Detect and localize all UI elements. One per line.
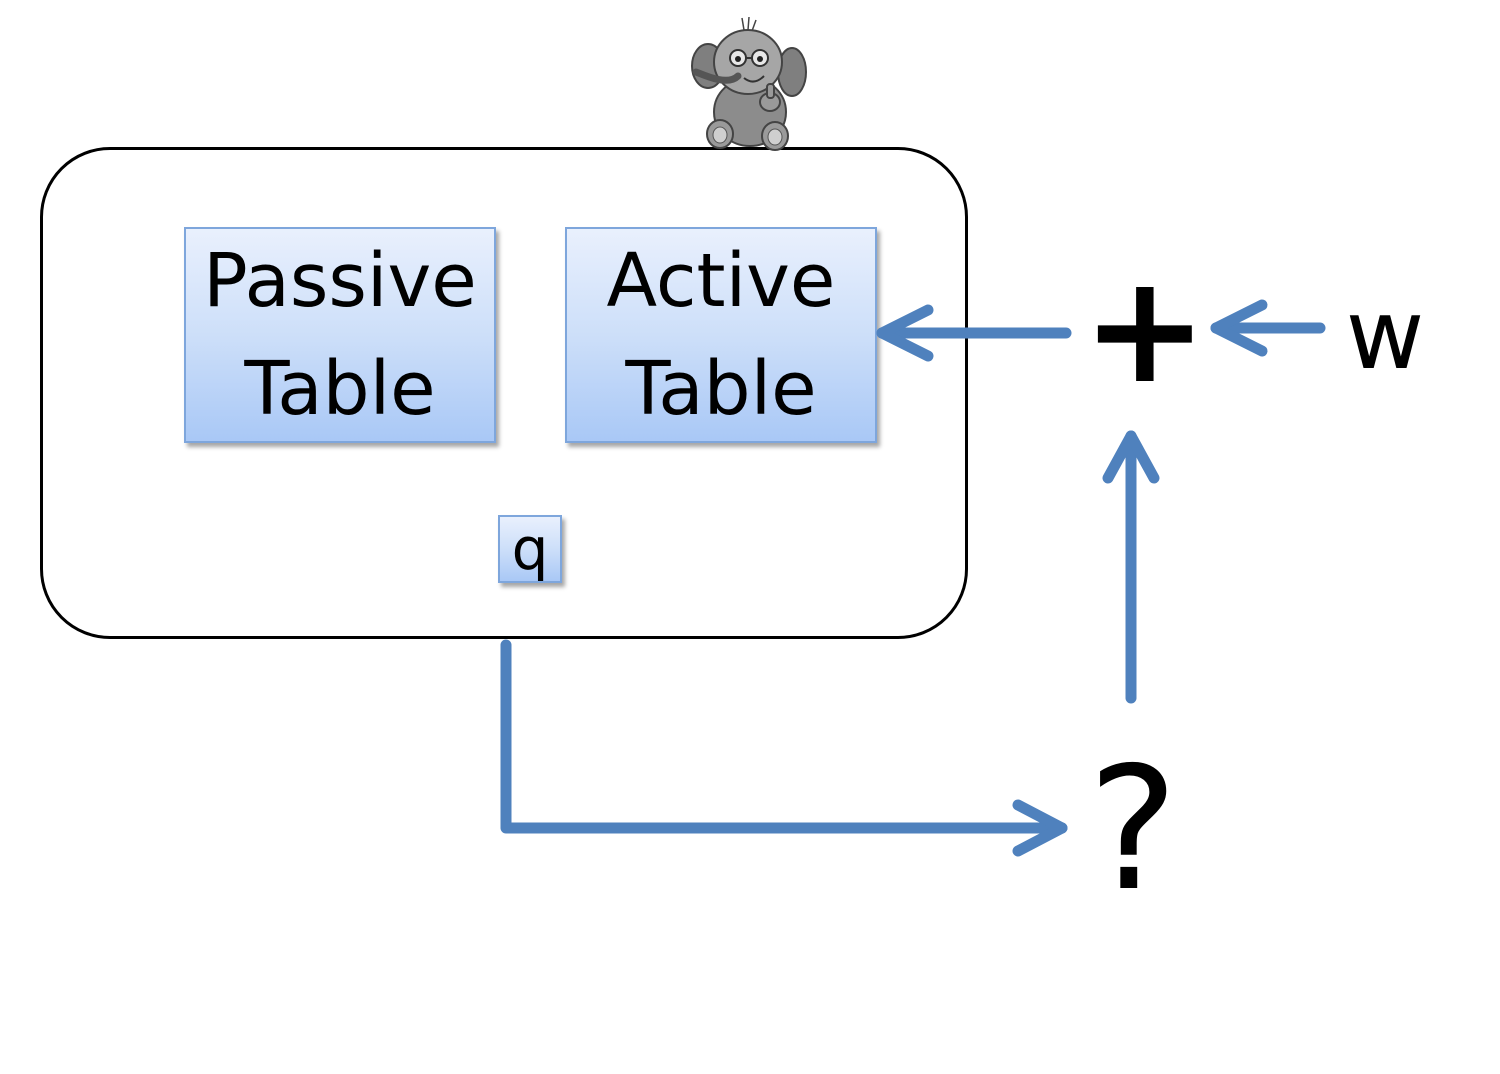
arrow-q-to-question <box>500 639 1068 857</box>
elephant-mascot-icon <box>691 16 807 151</box>
question-mark-node: ? <box>1087 731 1179 929</box>
arrow-w-to-plus <box>1210 299 1326 357</box>
arrow-question-to-plus <box>1102 430 1160 704</box>
arrow-plus-to-active-table <box>876 304 1072 362</box>
active-table-box: Active Table <box>565 227 877 443</box>
q-box: q <box>498 515 562 583</box>
w-input-label: w <box>1345 279 1425 391</box>
passive-table-box: Passive Table <box>184 227 496 443</box>
